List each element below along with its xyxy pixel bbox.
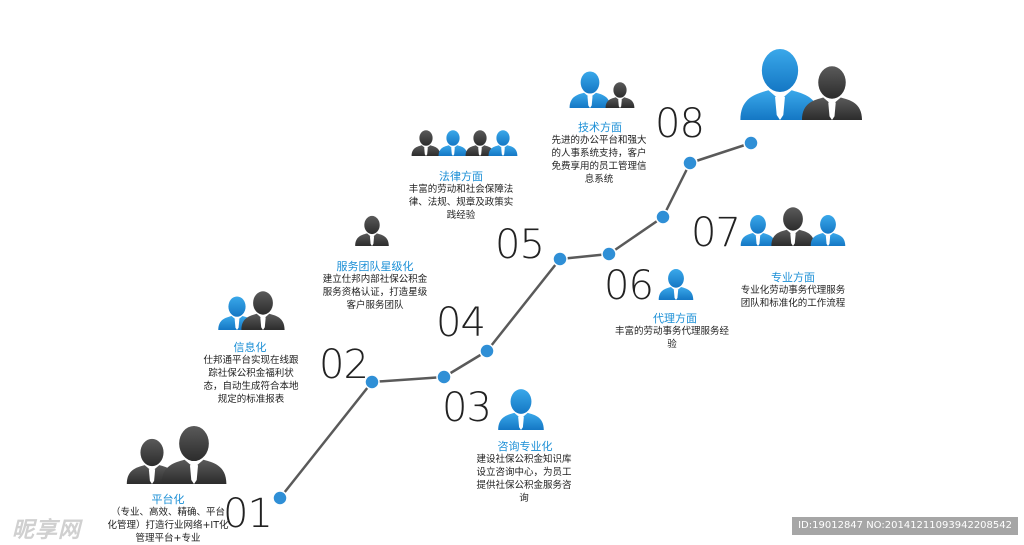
node-01 bbox=[272, 490, 288, 506]
step-number-06: 06 bbox=[604, 263, 654, 309]
step-desc-05: 丰富的劳动和社会保障法律、法规、规章及政策实践经验 bbox=[408, 184, 514, 221]
step-desc-08: 先进的办公平台和强大的人事系统支持，客户免费享用的员工管理信息系统 bbox=[551, 135, 647, 185]
step-desc-03: 建设社保公积金知识库设立咨询中心，为员工提供社保公积金服务咨询 bbox=[476, 454, 572, 504]
step-title-03: 咨询专业化 bbox=[497, 440, 553, 453]
step-number-07: 07 bbox=[691, 210, 741, 256]
people-icon-08 bbox=[569, 71, 635, 108]
timeline-nodes bbox=[272, 135, 759, 506]
step-title-07: 专业方面 bbox=[771, 271, 815, 284]
people-icon-06 bbox=[658, 269, 694, 300]
step-title-04: 服务团队星级化 bbox=[336, 260, 414, 273]
people-icon-top bbox=[740, 49, 862, 120]
node-03 bbox=[436, 369, 452, 385]
step-title-01: 平台化 bbox=[151, 493, 185, 506]
people-icon-07 bbox=[740, 207, 846, 246]
step-title-08: 技术方面 bbox=[578, 121, 622, 134]
step-number-04: 04 bbox=[436, 300, 486, 346]
node-07 bbox=[655, 209, 671, 225]
step-desc-02: 仕邦通平台实现在线跟踪社保公积金福利状态，自动生成符合本地规定的标准报表 bbox=[203, 355, 299, 405]
step-number-01: 01 bbox=[223, 491, 273, 537]
step-number-03: 03 bbox=[442, 385, 492, 431]
node-08 bbox=[682, 155, 698, 171]
step-number-08: 08 bbox=[655, 101, 705, 147]
people-icon-05 bbox=[411, 130, 518, 156]
watermark-id: ID:19012847 NO:20141211093942208542 bbox=[792, 517, 1018, 535]
step-desc-06: 丰富的劳动事务代理服务经验 bbox=[614, 326, 729, 350]
step-desc-01: （专业、高效、精确、平台化管理）打造行业网络+IT化管理平台+专业 bbox=[107, 507, 229, 544]
step-title-02: 信息化 bbox=[233, 341, 267, 354]
step-number-02: 02 bbox=[319, 342, 369, 388]
node-02 bbox=[364, 374, 380, 390]
node-06 bbox=[601, 246, 617, 262]
people-icon-01 bbox=[126, 425, 227, 484]
step-number-05: 05 bbox=[495, 222, 545, 268]
people-icon-04 bbox=[355, 215, 389, 246]
people-icon-03 bbox=[498, 389, 544, 430]
step-desc-04: 建立仕邦内部社保公积金服务资格认证，打造星级客户服务团队 bbox=[322, 274, 428, 311]
node-04 bbox=[479, 343, 495, 359]
node-end bbox=[743, 135, 759, 151]
people-icon-02 bbox=[218, 291, 285, 330]
step-desc-07: 专业化劳动事务代理服务团队和标准化的工作流程 bbox=[740, 285, 846, 309]
step-title-06: 代理方面 bbox=[653, 312, 697, 325]
watermark-logo: 昵享网 bbox=[12, 518, 82, 543]
node-05 bbox=[552, 251, 568, 267]
step-title-05: 法律方面 bbox=[439, 170, 483, 183]
